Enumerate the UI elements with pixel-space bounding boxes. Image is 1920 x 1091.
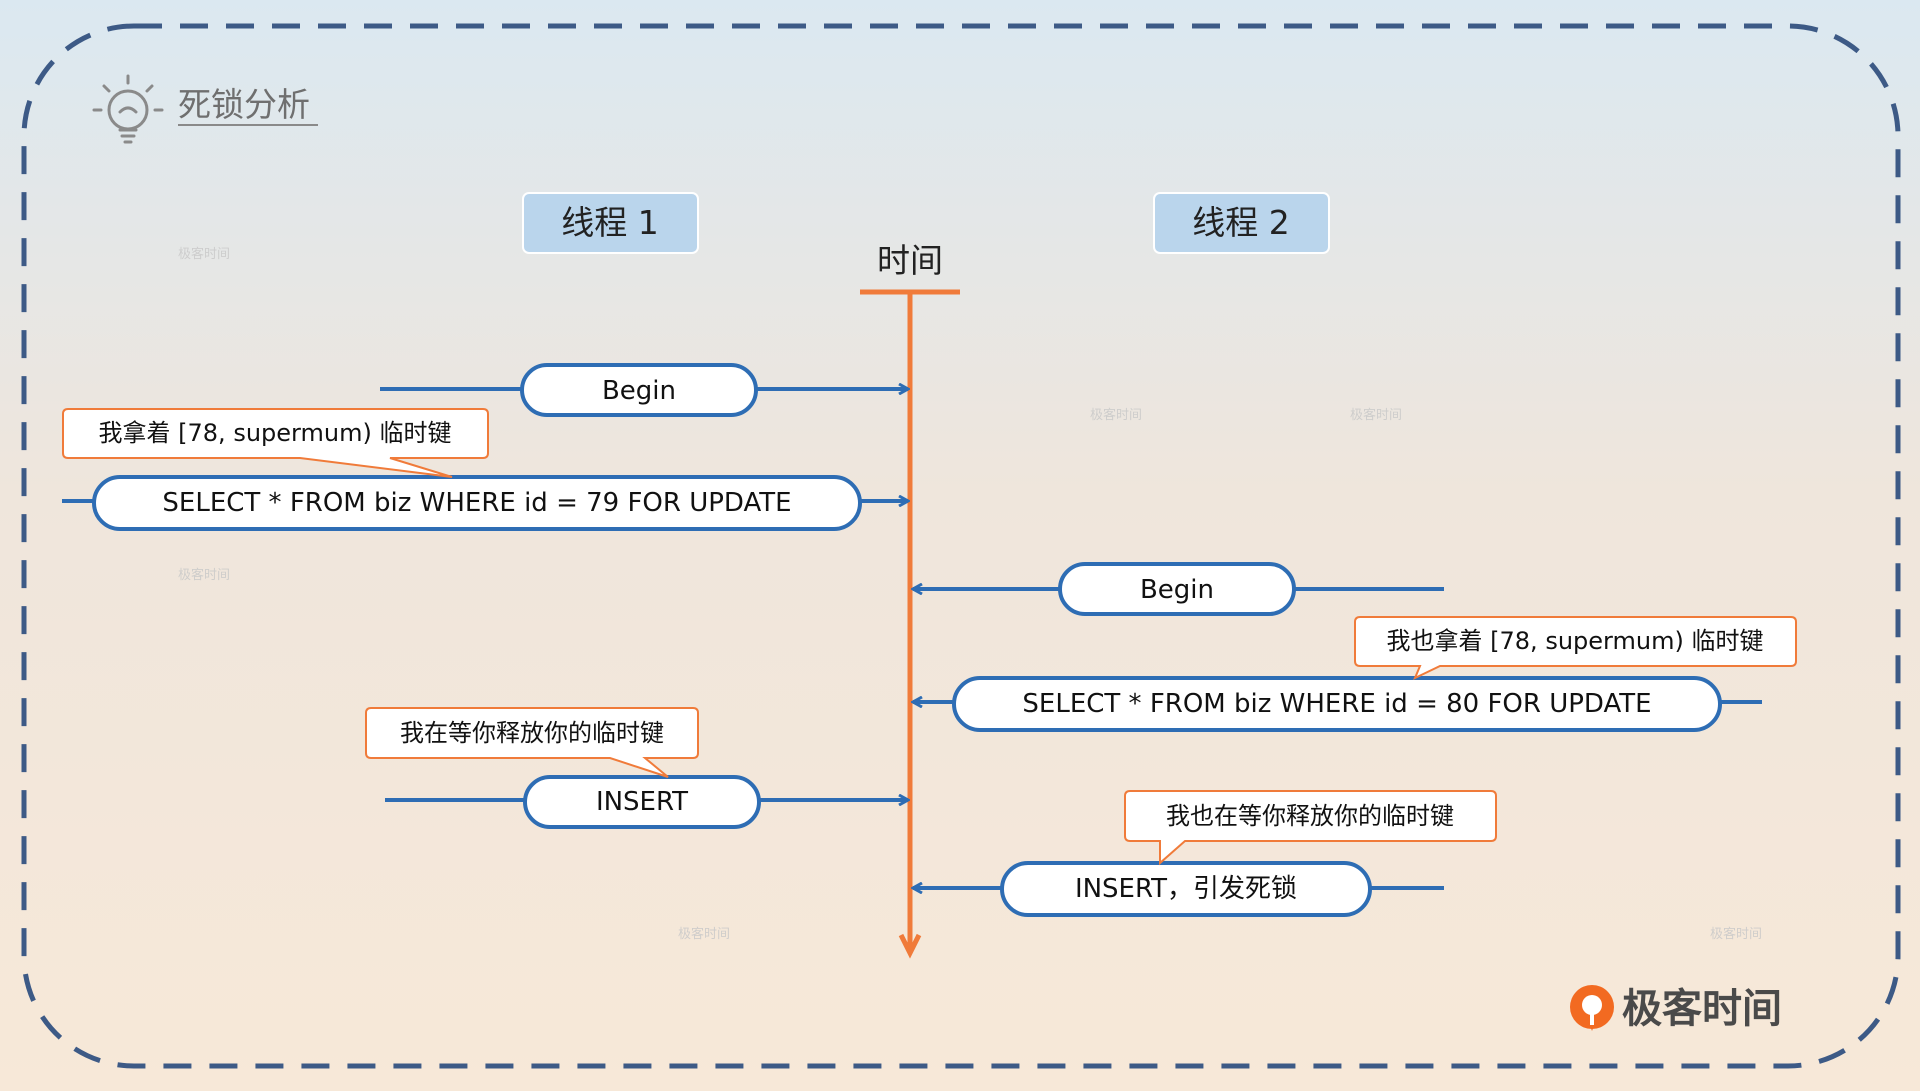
t2-insert-note: 我也在等你释放你的临时键 [1166,802,1454,830]
t2-insert-label: INSERT，引发死锁 [1075,874,1297,904]
t1-begin-label: Begin [602,376,676,406]
t2-select-label: SELECT * FROM biz WHERE id = 80 FOR UPDA… [1022,689,1651,719]
t2-insert-callout [1124,790,1497,866]
t1-begin-pill [520,363,758,417]
t1-insert-pill [523,775,761,829]
t2-select-callout [1354,616,1797,681]
thread-1-label: 线程 1 [561,203,659,242]
geektime-logo-icon [1570,985,1614,1031]
dashed-frame [21,23,1901,1069]
watermark-group: 极客时间 极客时间 极客时间 极客时间 极客时间 极客时间 [178,246,1762,942]
t1-select-pill [92,475,862,531]
watermark-text: 极客时间 [1090,407,1142,423]
thread-2-label: 线程 2 [1192,203,1290,242]
t2-insert-pill [1000,861,1372,917]
t1-select-label: SELECT * FROM biz WHERE id = 79 FOR UPDA… [162,488,791,518]
thread-1-header-box [522,192,699,254]
watermark-text: 极客时间 [1710,926,1762,942]
thread-2-header-box [1153,192,1330,254]
watermark-text: 极客时间 [1350,407,1402,423]
timeline-arrowhead [898,933,922,959]
t1-insert-label: INSERT [596,787,688,817]
time-axis-label: 时间 [877,241,943,280]
t1-insert-callout [365,707,699,778]
brand-name: 极客时间 [1622,986,1782,1032]
t1-insert-note: 我在等你释放你的临时键 [400,719,664,747]
t1-select-note: 我拿着 [78, supermum) 临时键 [99,419,452,447]
page-title: 死锁分析 [178,85,310,124]
watermark-text: 极客时间 [678,926,730,942]
t2-select-note: 我也拿着 [78, supermum) 临时键 [1387,627,1764,655]
watermark-text: 极客时间 [178,246,230,262]
t2-select-pill [952,676,1722,732]
lightbulb-icon [92,74,164,144]
t2-begin-pill [1058,562,1296,616]
t2-begin-label: Begin [1140,575,1214,605]
t1-select-callout [62,408,489,478]
watermark-text: 极客时间 [178,567,230,583]
